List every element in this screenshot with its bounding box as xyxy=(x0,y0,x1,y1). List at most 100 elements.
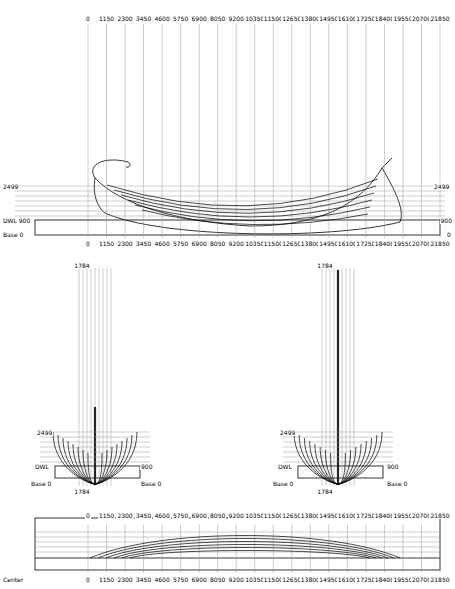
section-curve xyxy=(68,441,122,484)
station-number: 4600 xyxy=(153,512,170,519)
dimension-label: 1784 xyxy=(73,488,90,495)
station-number: 9200 xyxy=(228,15,245,22)
station-number: 21850 xyxy=(429,576,450,583)
dimension-label: Base 0 xyxy=(2,231,24,238)
waterline xyxy=(15,186,445,187)
dimension-label: Base 0 xyxy=(30,480,52,487)
buttock-curve xyxy=(135,205,370,221)
dimension-label: 2499 xyxy=(2,183,19,190)
station-number: 6900 xyxy=(191,512,208,519)
buttock-line xyxy=(354,268,355,486)
waterline xyxy=(15,196,445,197)
section-curve xyxy=(299,435,377,484)
station-line xyxy=(421,524,422,573)
station-line xyxy=(273,524,274,573)
waterline xyxy=(40,442,150,443)
station-line xyxy=(402,524,403,573)
station-number: 8050 xyxy=(209,512,226,519)
baseline-band xyxy=(35,220,440,235)
dimension-label: Base 0 xyxy=(272,480,294,487)
station-line xyxy=(125,524,126,573)
buttock-line xyxy=(334,268,335,486)
dimension-label: DWL 900 xyxy=(2,217,31,224)
half-breadth-curve xyxy=(106,542,388,559)
dimension-label: DWL xyxy=(277,463,293,470)
section-curve xyxy=(320,447,356,484)
baseline-band xyxy=(55,466,140,478)
waterline xyxy=(40,462,150,463)
waterline xyxy=(15,201,445,202)
waterline xyxy=(40,457,150,458)
baseline-band xyxy=(298,466,383,478)
section-curve xyxy=(78,447,112,484)
station-number: 5750 xyxy=(172,15,189,22)
half-breadth-curve xyxy=(122,548,376,559)
center-line xyxy=(35,558,440,559)
station-line xyxy=(310,524,311,573)
buttock-line xyxy=(103,268,104,486)
half-breadth-curve xyxy=(90,536,400,559)
waterline xyxy=(40,447,150,448)
dimension-label: 0 xyxy=(446,231,452,238)
station-number: 9200 xyxy=(228,576,245,583)
station-line xyxy=(440,524,441,573)
station-number: 9200 xyxy=(228,240,245,247)
section-curve xyxy=(58,435,132,484)
buttock-line xyxy=(338,268,339,486)
section-curve xyxy=(304,438,371,484)
station-number: 6900 xyxy=(191,576,208,583)
station-number: 0 xyxy=(85,512,91,519)
section-curve xyxy=(88,453,102,484)
station-line xyxy=(384,524,385,573)
dimension-label: Base 0 xyxy=(140,480,162,487)
buttock-line xyxy=(95,268,96,486)
buttock-curve xyxy=(121,193,374,213)
station-number: 1150 xyxy=(98,512,115,519)
station-number: 8050 xyxy=(209,240,226,247)
station-number: 4600 xyxy=(153,15,170,22)
dimension-label: 2499 xyxy=(433,183,450,190)
station-number: 5750 xyxy=(172,240,189,247)
section-curve xyxy=(73,444,117,484)
station-number: 4600 xyxy=(153,240,170,247)
half-breadth-curve xyxy=(98,539,394,559)
station-number: 3450 xyxy=(135,576,152,583)
waterline xyxy=(283,432,393,433)
buttock-line xyxy=(99,268,100,486)
buttock-line xyxy=(79,268,80,486)
waterline xyxy=(35,532,440,533)
station-number: 6900 xyxy=(191,240,208,247)
station-number: 0 xyxy=(85,240,91,247)
waterline xyxy=(283,462,393,463)
station-number: 21850 xyxy=(429,512,450,519)
waterline xyxy=(283,457,393,458)
waterline xyxy=(35,537,440,538)
dimension-label: 900 xyxy=(440,217,453,224)
station-number: 6900 xyxy=(191,15,208,22)
section-curve xyxy=(83,450,107,484)
station-number: 2300 xyxy=(116,15,133,22)
buttock-curve xyxy=(128,200,372,217)
buttock-line xyxy=(91,268,92,486)
station-number: 1150 xyxy=(98,576,115,583)
station-line xyxy=(365,524,366,573)
station-line xyxy=(88,524,89,573)
section-curve xyxy=(325,450,350,484)
station-number: 21850 xyxy=(429,15,450,22)
buttock-line xyxy=(87,268,88,486)
waterline xyxy=(15,211,445,212)
station-number: 9200 xyxy=(228,512,245,519)
dimension-label: 1784 xyxy=(316,262,333,269)
buttock-line xyxy=(342,268,343,486)
section-curve xyxy=(310,441,367,484)
dimension-label: 2499 xyxy=(279,429,296,436)
dimension-label: 900 xyxy=(140,463,153,470)
buttock-line xyxy=(111,268,112,486)
station-line xyxy=(180,524,181,573)
station-number: 1150 xyxy=(98,15,115,22)
station-number: 2300 xyxy=(116,240,133,247)
waterline xyxy=(40,437,150,438)
section-curve xyxy=(63,438,127,484)
waterline xyxy=(283,447,393,448)
